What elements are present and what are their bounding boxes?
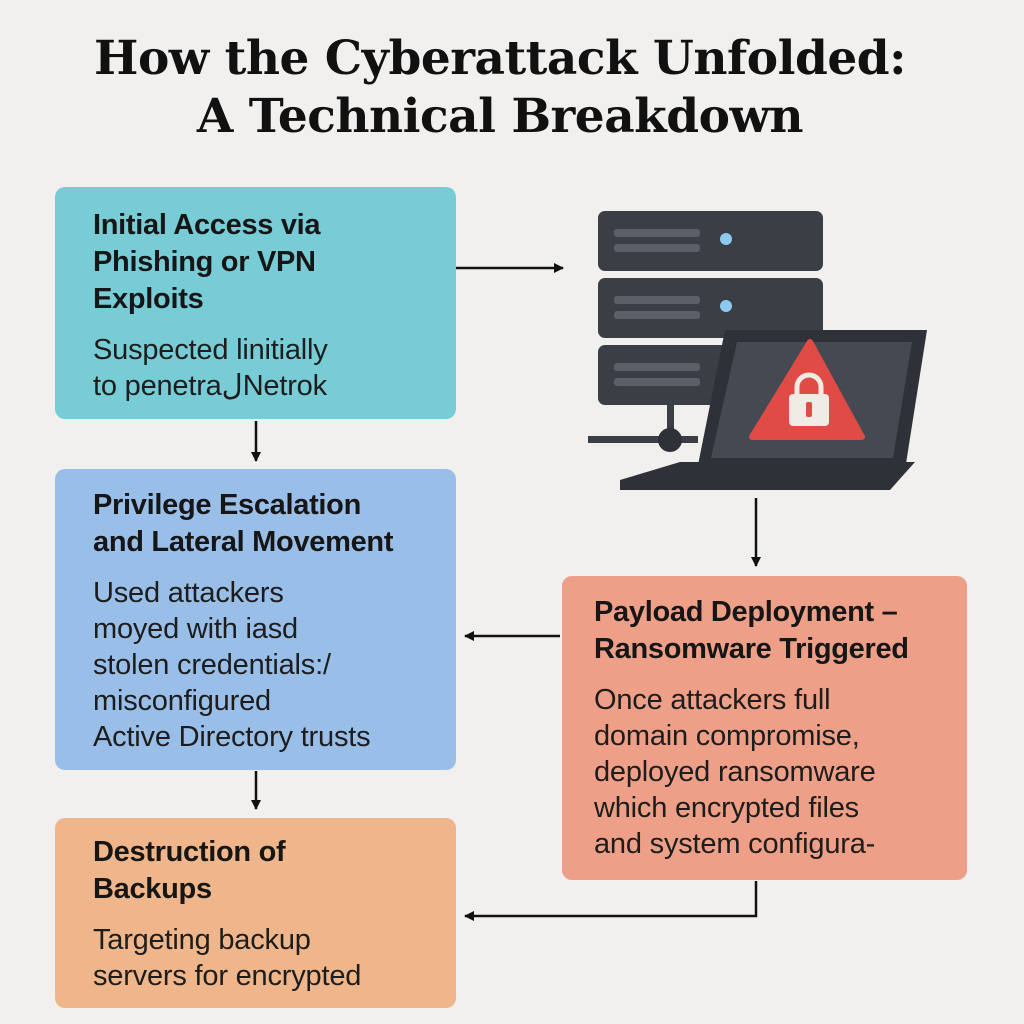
step-body: Once attackers full domain compromise, d…	[594, 682, 947, 862]
heading-line: and Lateral Movement	[93, 526, 394, 558]
server-rack-icon	[588, 211, 823, 452]
body-line: Suspected linitially	[93, 334, 328, 366]
warning-lock-icon	[749, 339, 865, 440]
step-heading: Payload Deployment – Ransomware Triggere…	[594, 594, 947, 668]
heading-line: Initial Access via	[93, 209, 321, 241]
heading-line: Destruction of	[93, 836, 286, 868]
body-line: Once attackers full	[594, 684, 831, 716]
step-heading: Destruction of Backups	[93, 834, 436, 908]
arrow-payload-to-backups	[464, 881, 758, 921]
body-line: Used attackers	[93, 577, 284, 609]
body-line: servers for encrypted	[93, 960, 362, 992]
step-body: Targeting backup servers for encrypted	[93, 922, 436, 994]
title-line-2: A Technical Breakdown	[196, 89, 804, 144]
step-destruction-of-backups: Destruction of Backups Targeting backup …	[55, 818, 456, 1008]
heading-line: Phishing or VPN	[93, 246, 316, 278]
step-heading: Initial Access via Phishing or VPN Explo…	[93, 207, 436, 318]
step-payload-deployment: Payload Deployment – Ransomware Triggere…	[562, 576, 967, 880]
body-line: domain compromise,	[594, 720, 860, 752]
heading-line: Backups	[93, 873, 212, 905]
step-privilege-escalation: Privilege Escalation and Lateral Movemen…	[55, 469, 456, 770]
step-heading: Privilege Escalation and Lateral Movemen…	[93, 487, 436, 561]
body-line: deployed ransomware	[594, 756, 876, 788]
body-line: moyed with iasd	[93, 613, 298, 645]
step-initial-access: Initial Access via Phishing or VPN Explo…	[55, 187, 456, 419]
heading-line: Exploits	[93, 283, 204, 315]
heading-line: Payload Deployment –	[594, 596, 898, 628]
page-title: How the Cyberattack Unfolded: A Technica…	[0, 30, 1000, 146]
body-line: and system configura-	[594, 828, 876, 860]
body-line: Targeting backup	[93, 924, 311, 956]
body-line: misconfigured	[93, 685, 271, 717]
body-line: which encrypted files	[594, 792, 859, 824]
heading-line: Ransomware Triggered	[594, 633, 909, 665]
heading-line: Privilege Escalation	[93, 489, 362, 521]
title-line-1: How the Cyberattack Unfolded:	[94, 31, 906, 86]
body-line: to penetraلNetrok	[93, 370, 327, 402]
step-body: Suspected linitially to penetraلNetrok	[93, 332, 436, 404]
body-line: stolen credentials:/	[93, 649, 331, 681]
step-body: Used attackers moyed with iasd stolen cr…	[93, 575, 436, 755]
body-line: Active Directory trusts	[93, 721, 371, 753]
